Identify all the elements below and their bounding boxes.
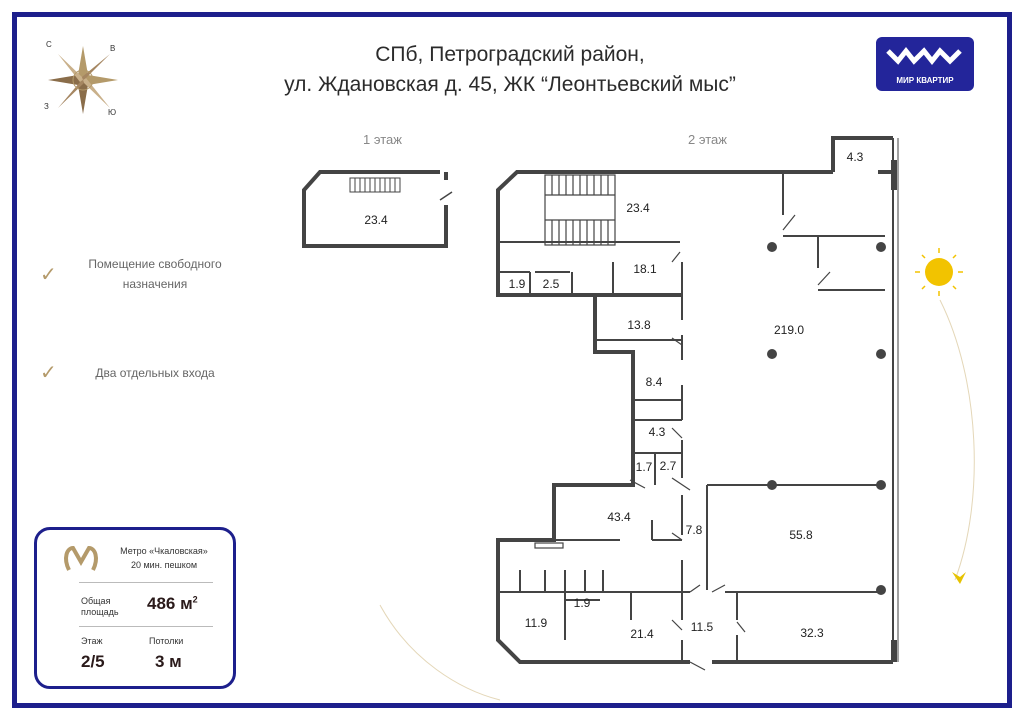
logo-text: МИР КВАРТИР xyxy=(896,76,954,85)
compass-north: С xyxy=(46,40,52,49)
title-line-1: СПб, Петроградский район, xyxy=(375,43,645,66)
check-icon: ✓ xyxy=(40,263,57,286)
divider xyxy=(79,582,213,583)
divider xyxy=(79,626,213,627)
compass-south: Ю xyxy=(108,108,117,117)
feature-label: Помещение свободного назначения xyxy=(88,257,222,291)
room-area: 1.9 xyxy=(573,596,591,610)
check-icon: ✓ xyxy=(40,362,57,384)
room-area: 13.8 xyxy=(627,318,651,332)
room-area: 7.8 xyxy=(685,523,703,537)
room-area: 4.3 xyxy=(648,425,666,439)
room-area: 4.3 xyxy=(846,150,864,164)
logo-mark-icon xyxy=(886,46,962,66)
title-line-2: ул. Ждановская д. 45, ЖК “Леонтьевский м… xyxy=(284,73,736,96)
room-area: 32.3 xyxy=(800,626,824,640)
room-area: 23.4 xyxy=(364,213,388,227)
compass-east: В xyxy=(110,44,116,53)
room-area: 11.9 xyxy=(524,616,548,630)
page-title: СПб, Петроградский район, ул. Ждановская… xyxy=(250,40,770,100)
floor-2-label: 2 этаж xyxy=(688,132,727,147)
area-value: 486 м xyxy=(147,594,193,613)
area-label: Общая площадь xyxy=(81,596,119,617)
compass-rose: С В Ю З xyxy=(38,38,128,122)
room-area: 55.8 xyxy=(789,528,813,542)
room-area: 2.7 xyxy=(659,459,677,473)
metro-station: Метро «Чкаловская» xyxy=(120,546,208,556)
info-card: Метро «Чкаловская» 20 мин. пешком Общая … xyxy=(34,527,236,689)
metro-walk-time: 20 мин. пешком xyxy=(130,560,198,570)
room-area: 219.0 xyxy=(773,323,805,337)
room-area: 23.4 xyxy=(626,201,650,215)
metro-icon xyxy=(64,545,98,571)
border-frame xyxy=(12,12,1012,708)
room-area: 11.5 xyxy=(690,620,714,634)
feature-item: ✓ Помещение свободного назначения xyxy=(40,254,240,294)
room-area: 21.4 xyxy=(630,627,654,641)
room-area: 1.9 xyxy=(508,277,526,291)
room-area: 18.1 xyxy=(633,262,657,276)
feature-item: ✓ Два отдельных входа xyxy=(40,360,240,385)
ceiling-label: Потолки xyxy=(149,636,184,646)
room-area: 2.5 xyxy=(542,277,560,291)
room-area: 8.4 xyxy=(645,375,663,389)
ceiling-value: 3 м xyxy=(155,652,182,671)
floor-1-label: 1 этаж xyxy=(363,132,402,147)
brand-logo: МИР КВАРТИР xyxy=(876,37,974,91)
compass-west: З xyxy=(44,102,49,111)
feature-label: Два отдельных входа xyxy=(95,365,215,380)
compass-icon xyxy=(48,46,118,114)
floor-label: Этаж xyxy=(81,636,103,646)
room-area: 43.4 xyxy=(607,510,631,524)
floor-value: 2/5 xyxy=(81,652,105,671)
room-area: 1.7 xyxy=(635,460,653,474)
area-unit: 2 xyxy=(192,594,198,605)
